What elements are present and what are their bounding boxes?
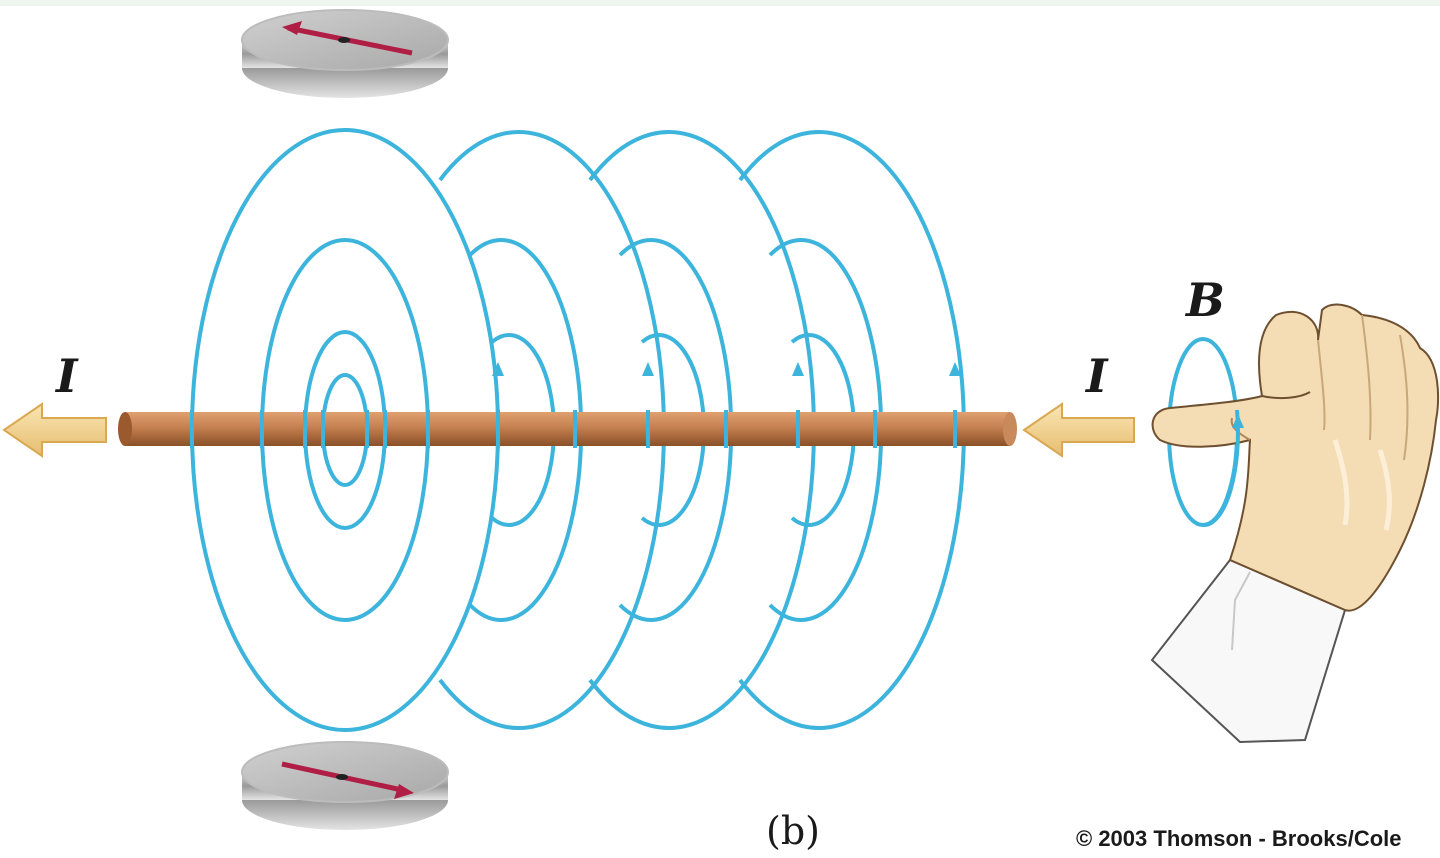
right-hand-icon [1150,303,1440,744]
figure-caption: (b) [766,809,820,853]
field-lines-front [190,410,957,448]
current-arrow-left [2,402,107,458]
current-label-left: I [54,349,79,403]
copyright-text: © 2003 Thomson - Brooks/Cole [1076,826,1402,851]
compass-icon [241,741,449,830]
hand-loop-arrow [1232,414,1244,428]
wire [118,412,1017,446]
field-direction-arrows [492,362,961,376]
current-label-right: I [1084,349,1109,403]
field-label: B [1184,273,1225,327]
top-border [0,0,1440,6]
hand-field-loop-front [1202,409,1240,528]
compass-icon [241,9,449,98]
current-arrow-right [1022,402,1135,458]
